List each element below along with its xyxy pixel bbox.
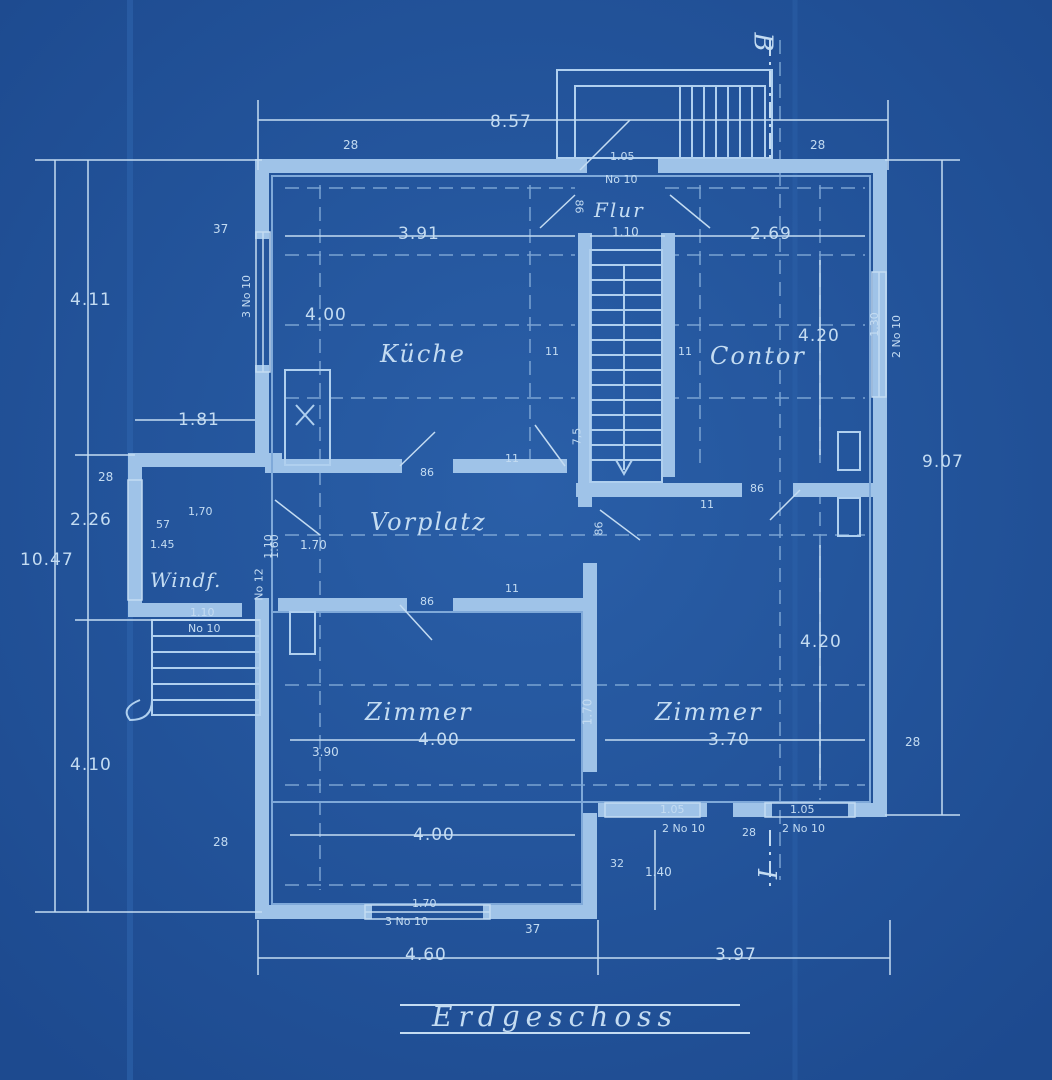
dim-bottom-left: 4.60 (405, 945, 447, 965)
windfang-door-number: No 10 (188, 622, 221, 635)
windfang-57: 57 (156, 518, 170, 531)
dim-left-total: 10.47 (20, 550, 74, 570)
window-bottom-number: 3 No 10 (385, 915, 428, 928)
section-mark-b: B (747, 32, 778, 54)
room-vorplatz: Vorplatz (370, 508, 487, 536)
door-swings (274, 119, 801, 641)
fixtures (284, 369, 861, 655)
room-flur: Flur (594, 198, 645, 222)
windfang-door-width: 1.10 (190, 606, 215, 619)
room-contor: Contor (710, 342, 806, 370)
window-top-door-width: 1.05 (610, 150, 635, 163)
window-left-number: 3 No 10 (239, 275, 253, 318)
dim-right-total: 9.07 (922, 452, 964, 472)
windfang-side-width: 1.10 (261, 534, 275, 559)
wall-top-left: 28 (343, 138, 359, 152)
window-lower-right-1-number: 2 No 10 (662, 822, 705, 835)
dim-contor-width: 2.69 (750, 224, 792, 244)
dim-zimmer-left-width-b: 4.00 (413, 825, 455, 845)
drawing-title: Erdgeschoss (432, 1000, 678, 1033)
stair-7-5: 7,5 (570, 427, 584, 446)
wall-left-37: 37 (213, 222, 229, 236)
door-86-a: 86 (420, 466, 434, 479)
window-right-number: 2 No 10 (889, 315, 903, 358)
dim-left-middle: 2.26 (70, 510, 112, 530)
windows (127, 231, 887, 920)
stair-11-left: 11 (545, 345, 559, 358)
room-zimmer-right: Zimmer (655, 698, 763, 726)
dim-flur-width: 1.10 (612, 225, 639, 239)
dim-contor-depth: 4.20 (798, 326, 840, 346)
window-lower-right-2-number: 2 No 10 (782, 822, 825, 835)
dim-vorplatz-depth: 1.70 (300, 538, 327, 552)
wall-left-28-lower: 28 (213, 835, 229, 849)
door-11-a: 11 (505, 452, 519, 465)
room-windfang: Windf. (150, 568, 222, 592)
windfang-170: 1,70 (188, 505, 213, 518)
wall-bottom-37: 37 (525, 922, 541, 936)
door-86-b: 86 (420, 595, 434, 608)
dim-porch-depth: 1.40 (645, 865, 672, 879)
windfang-side-number: No 12 (252, 568, 266, 601)
window-right-width: 1.30 (867, 312, 881, 337)
dim-left-upper: 4.11 (70, 290, 112, 310)
dimension-lines (35, 100, 960, 975)
top-entrance-steps (556, 69, 773, 159)
door-11-b: 11 (505, 582, 519, 595)
flur-86: 86 (572, 199, 586, 214)
room-zimmer-left: Zimmer (365, 698, 473, 726)
title-underline (400, 1004, 750, 1034)
side-entrance-steps (125, 619, 261, 722)
door-86-c: 86 (750, 482, 764, 495)
section-mark-i: I (751, 868, 782, 882)
window-lower-right-1-width: 1.05 (660, 803, 685, 816)
stair-11-right: 11 (678, 345, 692, 358)
dim-windfang-width: 1.81 (178, 410, 220, 430)
dim-zimmer-right-depth: 4.20 (800, 632, 842, 652)
dim-left-lower: 4.10 (70, 755, 112, 775)
door-11-c: 11 (700, 498, 714, 511)
dim-zimmer-left-width: 4.00 (418, 730, 460, 750)
dim-zimmer-left-depth: 3.90 (312, 745, 339, 759)
wall-bottom-right-28: 28 (742, 826, 756, 839)
room-kueche: Küche (380, 340, 466, 368)
dim-door-partition: 1.70 (580, 698, 595, 726)
windfang-145: 1.45 (150, 538, 175, 551)
dim-zimmer-right-width: 3.70 (708, 730, 750, 750)
wall-bottom-32: 32 (610, 857, 624, 870)
dim-overall-width: 8.57 (490, 112, 532, 132)
dim-kueche-width: 3.91 (398, 224, 440, 244)
dim-bottom-right: 3.97 (715, 945, 757, 965)
vorplatz-86: 86 (592, 521, 606, 536)
wall-top-right: 28 (810, 138, 826, 152)
window-top-door-number: No 10 (605, 173, 638, 186)
window-bottom-width: 1.70 (412, 897, 437, 910)
wall-inner-lines (271, 175, 871, 905)
wall-right-28: 28 (905, 735, 921, 749)
dim-kueche-depth: 4.00 (305, 305, 347, 325)
window-lower-right-2-width: 1.05 (790, 803, 815, 816)
interior-staircase (589, 249, 663, 483)
wall-left-28: 28 (98, 470, 114, 484)
